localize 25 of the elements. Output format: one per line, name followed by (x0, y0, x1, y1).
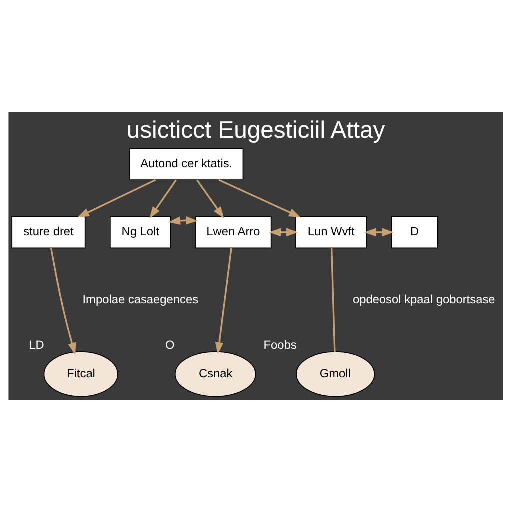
node-box: Lwen Arro (195, 216, 272, 249)
node-label: O (165, 338, 175, 352)
arrow (50, 248, 76, 355)
node-ellipse: Csnak (174, 352, 256, 398)
node-box: D (391, 216, 438, 249)
node-ellipse: Gmoll (296, 352, 376, 398)
arrow (168, 216, 198, 225)
arrow (364, 228, 394, 237)
node-box: Ng Lolt (110, 216, 172, 249)
node-label: LD (29, 338, 44, 352)
node-label: Foobs (264, 338, 297, 352)
arrow (77, 179, 156, 218)
node-box: Autond cer ktatis. (130, 148, 244, 181)
connector (330, 248, 336, 352)
node-box: Lun Wvft (296, 216, 368, 249)
node-box: sture dret (12, 216, 86, 249)
node-ellipse: Fitcal (44, 352, 118, 398)
arrow (269, 228, 298, 237)
label: opdeosol kpaal gobortsase (352, 292, 496, 306)
label: Impolae casaegences (82, 292, 199, 306)
arrow (215, 248, 232, 355)
diagram-title: usicticct Eugesticiil Attay (126, 116, 386, 144)
arrow (150, 180, 177, 219)
arrow (218, 179, 302, 218)
arrow (196, 180, 224, 219)
